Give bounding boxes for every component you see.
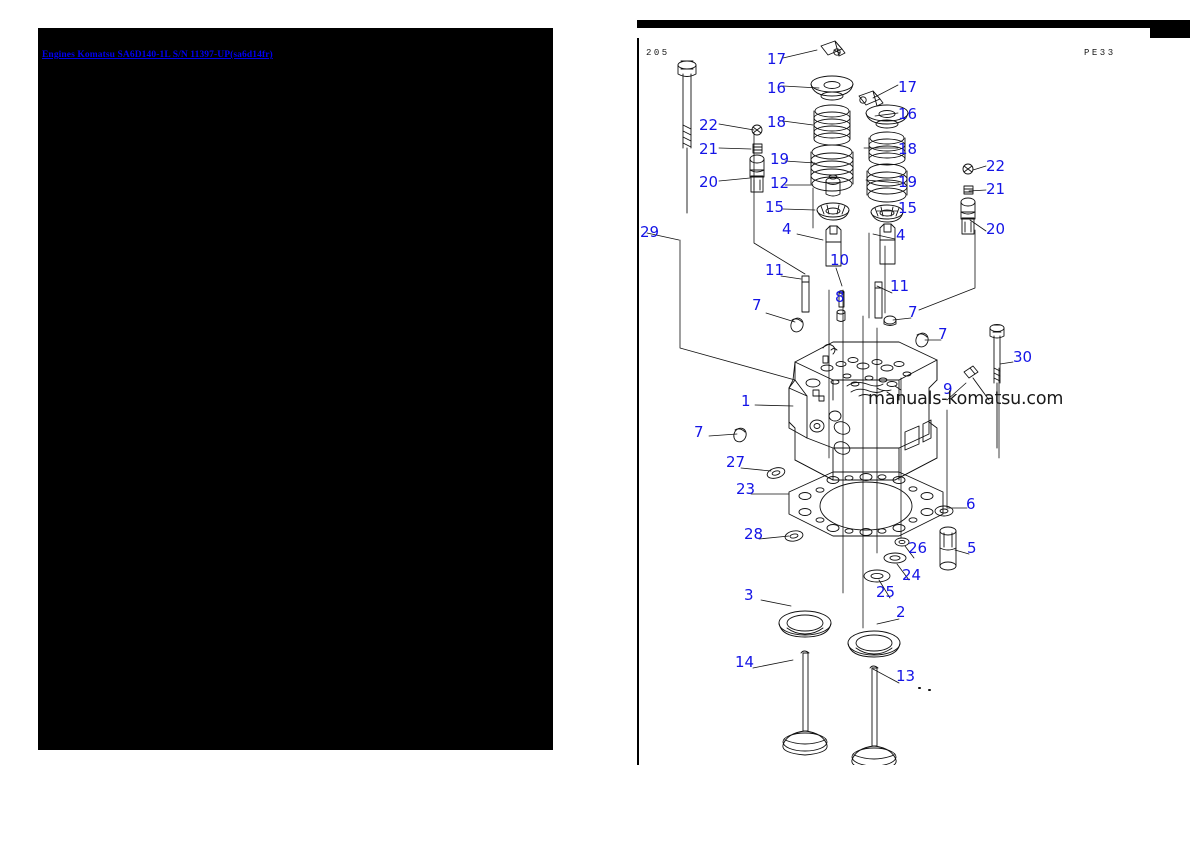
part-18-valve-spring-outer: [813, 104, 851, 146]
part-29-head-bolt: [677, 60, 697, 214]
part-14-intake-valve: [782, 650, 828, 756]
part-23-head-gasket: [788, 471, 944, 537]
part-callout-2: 2: [896, 603, 906, 621]
part-12-spring-collar: [825, 174, 841, 197]
catalog-page-number: 205: [646, 48, 670, 58]
part-callout-15: 15: [765, 198, 785, 216]
part-callout-30: 30: [1013, 348, 1033, 366]
catalog-figure-code: PE33: [1084, 48, 1116, 58]
part-callout-5: 5: [967, 539, 977, 557]
cylinder-head-exploded-diagram: [646, 40, 1014, 765]
part-callout-12: 12: [770, 174, 790, 192]
part-13-exhaust-valve: [851, 665, 897, 765]
part-callout-29: 29: [640, 223, 660, 241]
part-callout-10: 10: [830, 251, 850, 269]
part-callout-9: 9: [943, 380, 953, 398]
part-callout-17: 17: [898, 78, 918, 96]
part-callout-19: 19: [898, 173, 918, 191]
part-5-valve-guide-sleeve: [939, 526, 957, 571]
stray-marks: [918, 687, 931, 691]
part-10-pin: [838, 290, 845, 308]
part-callout-28: 28: [744, 525, 764, 543]
part-30-head-bolt: [989, 324, 1005, 449]
site-watermark: manuals-komatsu.com: [868, 389, 1064, 409]
part-callout-26: 26: [908, 539, 928, 557]
part-callout-3: 3: [744, 586, 754, 604]
part-callout-16: 16: [767, 79, 787, 97]
part-7-plug-d: [733, 427, 747, 443]
document-title-link[interactable]: Engines Komatsu SA6D140-1L S/N 11397-UP(…: [42, 50, 273, 60]
part-callout-20: 20: [986, 220, 1006, 238]
part-callout-24: 24: [902, 566, 922, 584]
part-16-valve-retainer-b: [865, 104, 909, 129]
part-callout-13: 13: [896, 667, 916, 685]
part-9-stud: [963, 365, 990, 401]
part-callout-15: 15: [898, 199, 918, 217]
part-callout-7: 7: [752, 296, 762, 314]
part-7-plug-c: [915, 332, 929, 348]
part-24-washer: [883, 552, 907, 564]
document-page-left: Engines Komatsu SA6D140-1L S/N 11397-UP(…: [38, 28, 553, 750]
part-callout-27: 27: [726, 453, 746, 471]
part-4-valve-guide-b: [879, 223, 896, 265]
part-callout-7: 7: [908, 303, 918, 321]
part-callout-22: 22: [986, 157, 1006, 175]
part-callout-18: 18: [898, 140, 918, 158]
part-22-nut-left: [751, 124, 763, 136]
part-11-dowel-pin-b: [874, 281, 883, 319]
part-callout-17: 17: [767, 50, 787, 68]
part-callout-21: 21: [986, 180, 1006, 198]
part-21-washer-right: [963, 185, 974, 195]
part-8-plug: [836, 309, 846, 322]
part-15-spring-seat: [816, 202, 850, 221]
part-2-valve-seat: [847, 630, 901, 658]
part-20-bridge-right: [960, 197, 976, 235]
part-callout-6: 6: [966, 495, 976, 513]
part-16-valve-retainer: [810, 75, 854, 101]
part-callout-21: 21: [699, 140, 719, 158]
part-callout-7: 7: [938, 325, 948, 343]
part-callout-19: 19: [770, 150, 790, 168]
part-callout-23: 23: [736, 480, 756, 498]
part-27-oring: [766, 467, 786, 479]
part-callout-4: 4: [896, 226, 906, 244]
part-callout-11: 11: [890, 277, 910, 295]
part-3-valve-seat: [778, 610, 832, 638]
part-22-nut-right: [962, 163, 974, 175]
part-25-washer: [863, 569, 891, 583]
part-6-washer: [934, 505, 954, 517]
part-callout-8: 8: [835, 288, 845, 306]
part-callout-4: 4: [782, 220, 792, 238]
part-28-oring: [784, 530, 804, 542]
part-17-lock-cap: [820, 40, 846, 57]
part-callout-22: 22: [699, 116, 719, 134]
part-callout-11: 11: [765, 261, 785, 279]
part-callout-16: 16: [898, 105, 918, 123]
part-7-plug-a: [790, 317, 804, 333]
part-callout-18: 18: [767, 113, 787, 131]
part-18-valve-spring-outer-b: [868, 131, 906, 166]
part-17-lock-cap-b: [858, 90, 884, 107]
part-20-bridge-left: [749, 154, 765, 193]
part-callout-7: 7: [694, 423, 704, 441]
part-21-washer-left: [752, 143, 763, 154]
part-19-valve-spring-inner: [810, 144, 854, 192]
part-11-dowel-pin: [801, 275, 810, 313]
part-7-plug-b: [883, 315, 897, 326]
part-26-washer: [894, 537, 910, 547]
part-callout-1: 1: [741, 392, 751, 410]
part-1-cylinder-head: [788, 341, 938, 481]
part-callout-14: 14: [735, 653, 755, 671]
part-callout-25: 25: [876, 583, 896, 601]
part-callout-20: 20: [699, 173, 719, 191]
catalog-page-left-border: [637, 38, 639, 765]
part-4-valve-guide: [825, 225, 842, 267]
part-15-spring-seat-b: [870, 204, 904, 223]
part-19-valve-spring-inner-b: [866, 163, 908, 203]
